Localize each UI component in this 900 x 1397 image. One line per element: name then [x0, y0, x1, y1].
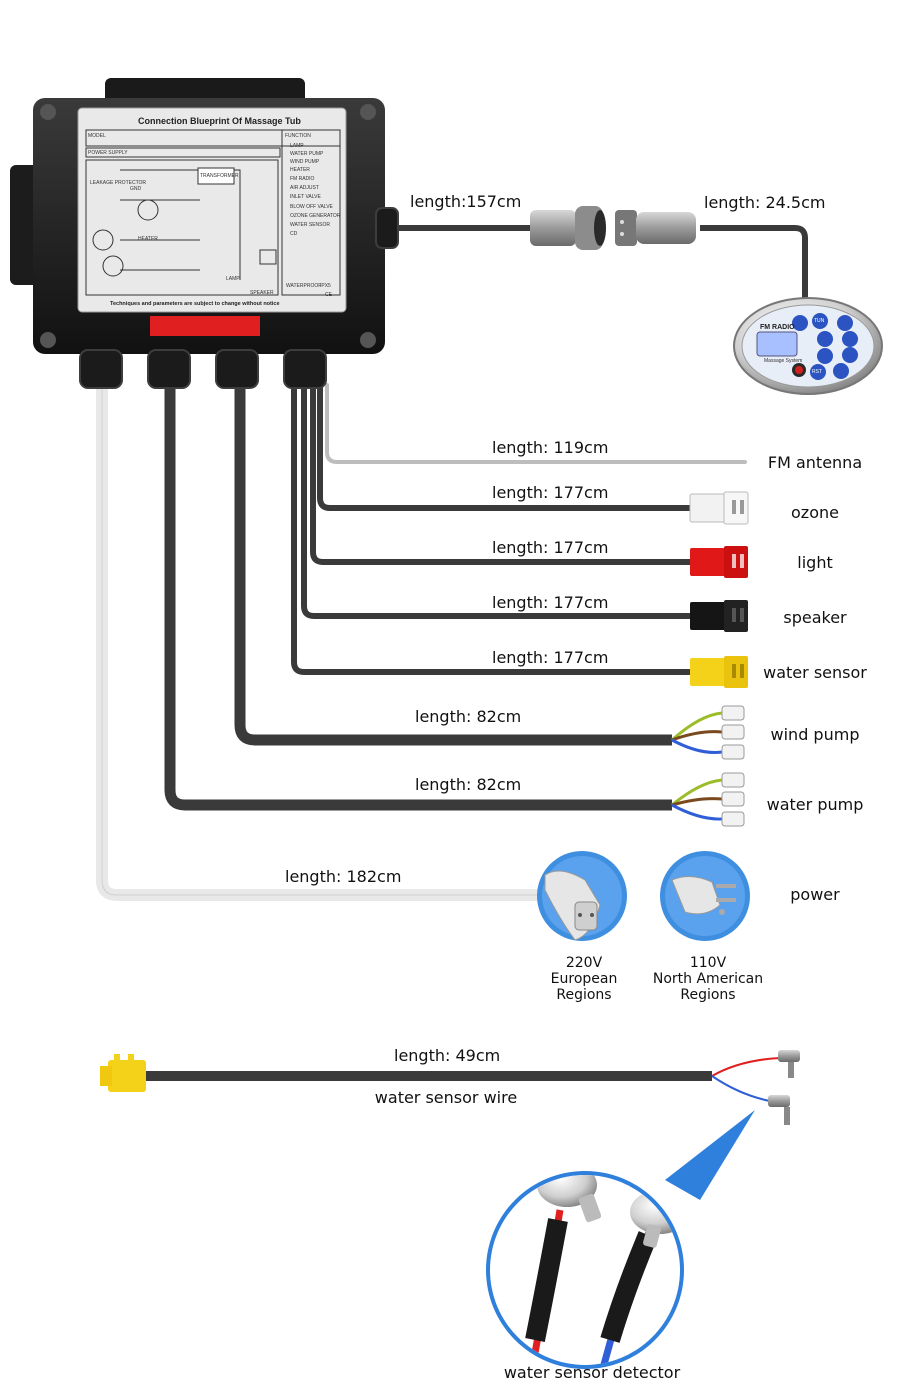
light-connector — [690, 546, 748, 578]
item-sensor-detector: water sensor detector — [503, 1363, 681, 1382]
box-transformer-label: TRANSFORMER — [200, 173, 239, 179]
panel-sub: Massage System — [764, 358, 803, 364]
box-fn-1: WATER PUMP — [290, 151, 324, 157]
cable-water-pump — [164, 380, 672, 811]
box-fn-9: WATER SENSOR — [290, 222, 331, 228]
length-power: length: 182cm — [285, 867, 402, 886]
cable-wind-pump — [234, 380, 672, 746]
na-plug-caption: 110V North American Regions — [640, 955, 776, 1003]
cable-ozone — [317, 382, 693, 511]
item-speaker: speaker — [783, 608, 847, 627]
eu-plug-icon — [537, 851, 627, 941]
na-region: North American — [652, 971, 764, 987]
length-sensor-wire: length: 49cm — [394, 1046, 501, 1065]
length-fm: length: 119cm — [492, 438, 609, 457]
cable-water-sensor — [291, 385, 690, 675]
eu-voltage: 220V — [565, 955, 603, 971]
box-fn-3: HEATER — [290, 167, 310, 173]
item-water-sensor: water sensor — [763, 663, 867, 682]
box-ce: CE — [325, 292, 332, 298]
detector-zoom — [486, 1171, 684, 1369]
box-heater-label: HEATER — [138, 236, 158, 242]
control-panel — [733, 297, 883, 395]
wind-pump-terminals — [671, 711, 723, 754]
box-model-label: MODEL — [88, 133, 106, 139]
length-ozone: length: 177cm — [492, 483, 609, 502]
item-fm-antenna: FM antenna — [767, 453, 863, 472]
sensor-wire-connector — [100, 1054, 146, 1092]
control-box — [10, 78, 399, 389]
panel-tun-button: TUN — [814, 318, 825, 324]
box-lamp-label: LAMP — [226, 276, 240, 282]
water-pump-terminals — [671, 778, 723, 821]
panel-rst-button: RST — [812, 369, 822, 375]
box-title: Connection Blueprint Of Massage Tub — [138, 116, 301, 126]
box-waterproof: WATERPROOF — [286, 283, 322, 289]
item-sensor-wire: water sensor wire — [374, 1088, 518, 1107]
box-leakage-label: LEAKAGE PROTECTOR — [90, 180, 147, 186]
box-fn-10: CD — [290, 231, 298, 237]
item-wind-pump: wind pump — [770, 725, 860, 744]
box-fn-4: FM RADIO — [290, 176, 315, 182]
box-fn-0: LAMP — [290, 143, 304, 149]
box-gnd-label: GND — [130, 186, 142, 192]
box-function-label: FUNCTION — [285, 133, 311, 139]
connector-female — [530, 206, 606, 250]
box-power-label: POWER SUPPLY — [88, 150, 128, 156]
length-wind-pump: length: 82cm — [415, 707, 522, 726]
eu-regions-word: Regions — [556, 987, 612, 1003]
box-speaker-label: SPEAKER — [250, 290, 274, 296]
na-voltage: 110V — [689, 955, 727, 971]
box-ip-rating: IPX5 — [320, 283, 331, 289]
panel-brand: FM RADIO — [760, 324, 795, 331]
cable-light — [310, 385, 690, 565]
cable-fm — [325, 383, 747, 464]
item-power: power — [790, 885, 840, 904]
item-ozone: ozone — [791, 503, 839, 522]
na-regions-word: Regions — [680, 987, 736, 1003]
connector-male — [615, 210, 696, 246]
length-light: length: 177cm — [492, 538, 609, 557]
box-footer: Techniques and parameters are subject to… — [110, 301, 280, 307]
speaker-connector — [690, 600, 748, 632]
box-fn-8: OZONE GENERATOR — [290, 213, 341, 219]
sensor-wire — [140, 1050, 800, 1125]
eu-region: European — [550, 971, 618, 987]
cable-speaker — [301, 385, 690, 619]
item-light: light — [797, 553, 833, 572]
water-sensor-connector — [690, 656, 748, 688]
item-water-pump: water pump — [766, 795, 864, 814]
length-water-pump: length: 82cm — [415, 775, 522, 794]
box-fn-6: INLET VALVE — [290, 194, 321, 200]
box-fn-7: BLOW OFF VALVE — [290, 204, 333, 210]
length-panel-cable: length: 24.5cm — [704, 193, 826, 212]
na-plug-icon — [660, 851, 750, 941]
length-controller-cable: length:157cm — [410, 192, 522, 211]
ozone-connector — [689, 491, 749, 525]
length-speaker: length: 177cm — [492, 593, 609, 612]
length-water-sensor: length: 177cm — [492, 648, 609, 667]
eu-plug-caption: 220V European Regions — [532, 955, 636, 1003]
box-fn-2: WIND PUMP — [290, 159, 320, 165]
box-fn-5: AIR ADJUST — [290, 185, 319, 191]
